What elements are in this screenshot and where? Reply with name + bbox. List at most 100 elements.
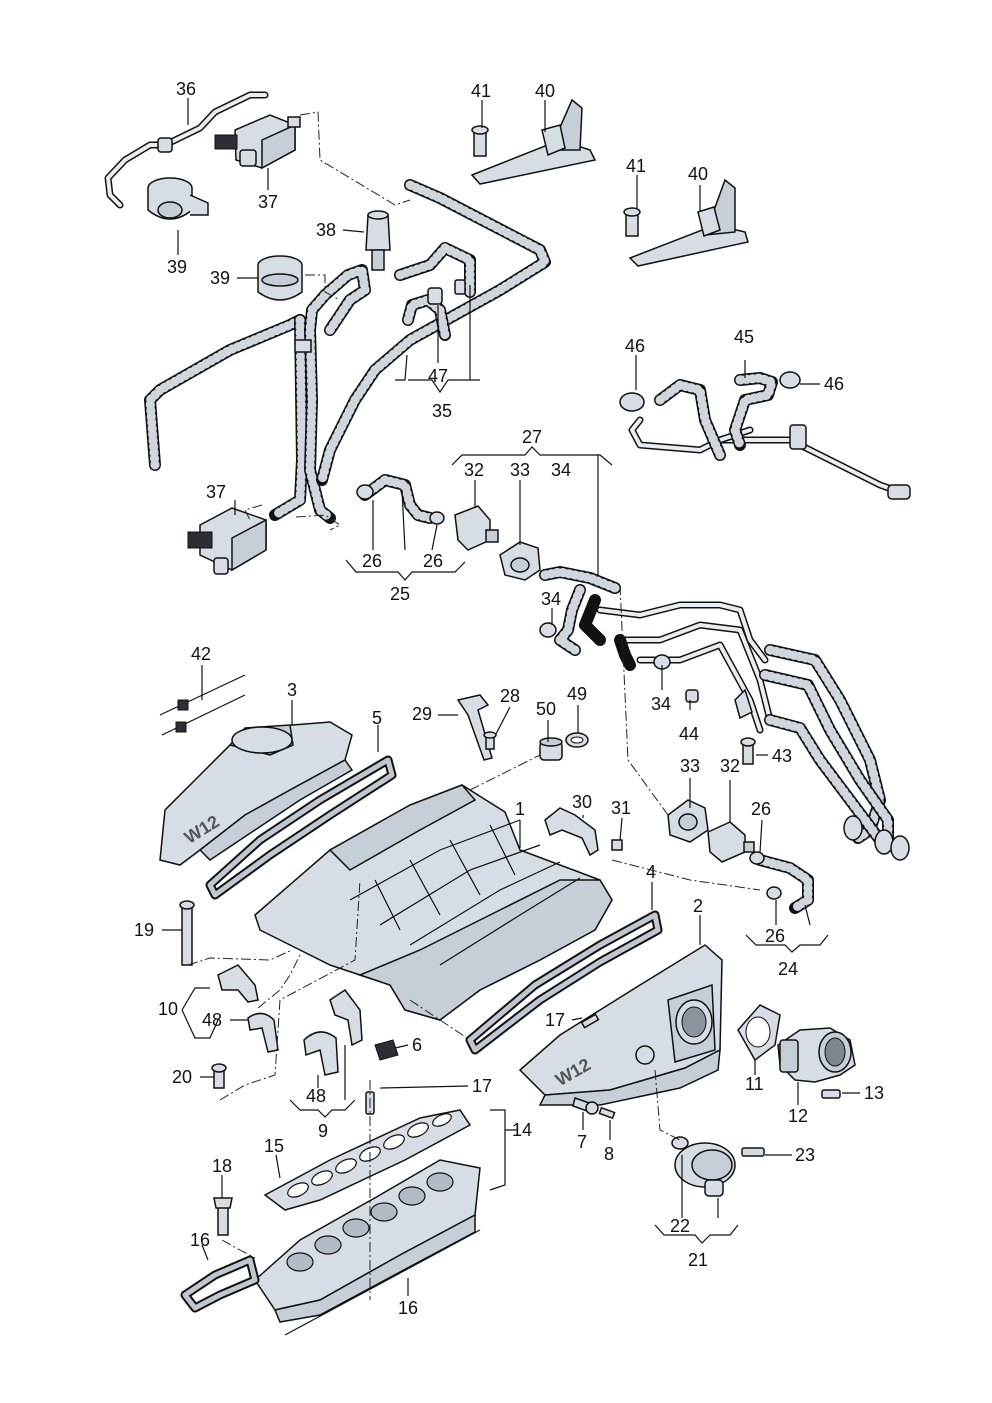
- part-4-gasket: [465, 910, 663, 1055]
- part-39-valve-mid: [257, 255, 303, 301]
- part-37-valve-top: [214, 114, 301, 170]
- part-6-plate: [374, 1039, 399, 1061]
- part-49-clamp: [565, 732, 589, 748]
- part-7-bolt: [572, 1097, 599, 1115]
- part-15-gasket: [263, 1109, 472, 1211]
- part-40-bracket-b: [623, 178, 749, 267]
- label-38: 38: [316, 220, 336, 240]
- label-43: 43: [772, 746, 792, 766]
- part-17-pin-upper: [580, 1013, 600, 1029]
- label-1: 1: [515, 799, 525, 819]
- label-48-lower: 48: [306, 1086, 326, 1106]
- part-24-hose: [749, 851, 814, 914]
- part-43-bolt: [740, 737, 756, 765]
- label-6: 6: [412, 1035, 422, 1055]
- label-42: 42: [191, 644, 211, 664]
- label-16-left: 16: [190, 1230, 210, 1250]
- label-39-mid: 39: [210, 268, 230, 288]
- part-14-lower-intake: [254, 1159, 481, 1323]
- label-36: 36: [176, 79, 196, 99]
- label-17-lower: 17: [472, 1076, 492, 1096]
- label-5: 5: [372, 708, 382, 728]
- part-45-pipe-assembly: [619, 371, 911, 500]
- part-38-sensor: [365, 210, 391, 271]
- part-30-bracket: [544, 807, 599, 857]
- part-28-bolt: [483, 731, 497, 750]
- part-18-bolt: [213, 1197, 233, 1236]
- label-34-lower: 34: [651, 694, 671, 714]
- label-11: 11: [745, 1074, 764, 1094]
- label-24: 24: [778, 959, 798, 979]
- label-31: 31: [611, 798, 631, 818]
- label-26-b: 26: [423, 551, 443, 571]
- label-34-upper: 34: [551, 460, 571, 480]
- part-48-clip-lower: [303, 1031, 339, 1076]
- label-17-upper: 17: [545, 1010, 565, 1030]
- label-32-upper: 32: [464, 460, 484, 480]
- label-2: 2: [693, 896, 703, 916]
- label-7: 7: [577, 1132, 587, 1152]
- part-21-cap: [671, 1136, 736, 1197]
- part-1-intake-manifold: [254, 784, 613, 1021]
- assembly-lines: [187, 111, 761, 1300]
- label-4: 4: [646, 862, 656, 882]
- label-14: 14: [512, 1120, 532, 1140]
- label-46-left: 46: [625, 336, 645, 356]
- label-37-lower: 37: [206, 482, 226, 502]
- label-18: 18: [212, 1156, 232, 1176]
- label-39-top: 39: [167, 257, 187, 277]
- part-39-valve-top: [147, 177, 209, 220]
- label-22: 22: [670, 1216, 690, 1236]
- part-23-bolt: [741, 1147, 765, 1157]
- part-9-bracket: [329, 988, 363, 1047]
- label-26-d: 26: [765, 926, 785, 946]
- label-20: 20: [172, 1067, 192, 1087]
- part-40-bracket-a: [470, 98, 597, 185]
- label-21: 21: [688, 1250, 708, 1270]
- part-13-bolt: [821, 1089, 841, 1099]
- label-33-upper: 33: [510, 460, 530, 480]
- label-48-upper: 48: [202, 1010, 222, 1030]
- label-34-mid: 34: [541, 589, 561, 609]
- label-29: 29: [412, 704, 432, 724]
- part-36-hose: [104, 91, 269, 209]
- label-10: 10: [158, 999, 178, 1019]
- part-29-bracket: [456, 694, 493, 761]
- label-32-lower: 32: [720, 756, 740, 776]
- leader-lines: [162, 98, 860, 1296]
- label-15: 15: [264, 1136, 284, 1156]
- part-16-seal-strip: [284, 1229, 481, 1336]
- label-47: 47: [428, 366, 448, 386]
- label-37-top: 37: [258, 192, 278, 212]
- part-3-intake-cover-left: W12: [159, 721, 354, 866]
- part-48-clip-left: [247, 1012, 279, 1053]
- label-41-mid: 41: [626, 156, 646, 176]
- label-12: 12: [788, 1106, 808, 1126]
- part-16-gasket-left: [180, 1255, 260, 1313]
- part-19-bolt: [179, 900, 195, 966]
- label-13: 13: [864, 1083, 884, 1103]
- part-5-gasket: [205, 755, 397, 900]
- label-33-lower: 33: [680, 756, 700, 776]
- label-25: 25: [390, 584, 410, 604]
- label-26-c: 26: [751, 799, 771, 819]
- label-41-top: 41: [471, 81, 491, 101]
- label-40-mid: 40: [688, 164, 708, 184]
- label-49: 49: [567, 684, 587, 704]
- label-35: 35: [432, 401, 452, 421]
- part-25-hose: [356, 474, 445, 525]
- label-19: 19: [134, 920, 154, 940]
- part-33-damper-lower: [667, 799, 709, 843]
- part-33-damper-upper: [499, 541, 541, 581]
- label-23: 23: [795, 1145, 815, 1165]
- part-32-valve-upper: [454, 505, 499, 551]
- label-9: 9: [318, 1121, 328, 1141]
- label-30: 30: [572, 792, 592, 812]
- part-10-bracket: [217, 964, 259, 1003]
- part-20-bolt: [211, 1063, 227, 1089]
- part-50-bushing: [539, 737, 563, 761]
- label-45: 45: [734, 327, 754, 347]
- part-35-hose-bundle: [144, 179, 551, 524]
- label-16-bottom: 16: [398, 1298, 418, 1318]
